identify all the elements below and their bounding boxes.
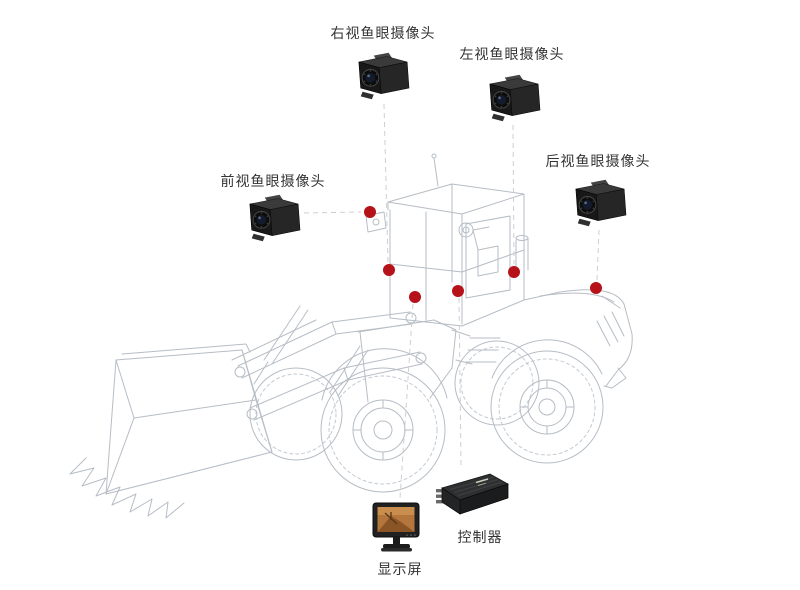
label-right-camera: 右视鱼眼摄像头 <box>330 25 436 41</box>
connector-controller <box>458 297 462 466</box>
marker-display-position <box>409 291 421 303</box>
connector-left-camera <box>512 124 515 265</box>
label-controller: 控制器 <box>457 529 503 545</box>
left-camera-image <box>486 72 542 124</box>
marker-rear-camera-position <box>590 282 602 294</box>
connector-front-camera <box>303 211 362 214</box>
connector-lines <box>303 103 600 499</box>
display-image <box>371 501 425 555</box>
marker-right-camera-position <box>383 264 395 276</box>
connector-rear-camera <box>596 229 600 281</box>
connector-display <box>399 303 414 499</box>
front-camera-image <box>246 192 302 244</box>
controller-image <box>434 468 514 524</box>
rear-camera-image <box>572 177 628 229</box>
marker-controller-position <box>452 285 464 297</box>
connector-right-camera <box>383 103 389 263</box>
label-front-camera: 前视鱼眼摄像头 <box>220 173 326 189</box>
marker-left-camera-position <box>508 266 520 278</box>
label-rear-camera: 后视鱼眼摄像头 <box>545 153 651 169</box>
label-left-camera: 左视鱼眼摄像头 <box>459 46 565 62</box>
label-display: 显示屏 <box>377 561 423 577</box>
bucket-teeth <box>69 457 185 519</box>
marker-front-camera-position <box>364 206 376 218</box>
right-camera-image <box>355 50 411 102</box>
